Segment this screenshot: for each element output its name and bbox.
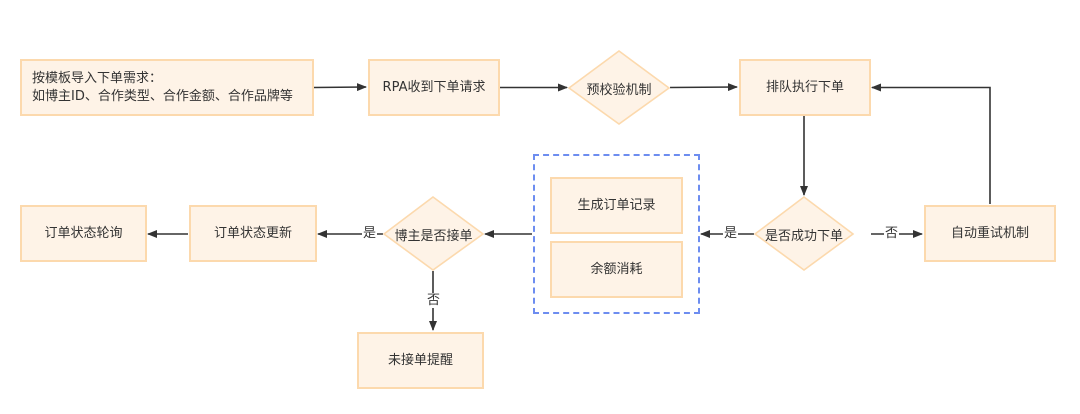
diamond-order-success[interactable] (753, 195, 855, 271)
edge-precheck-to-queue (669, 83, 738, 92)
diamond-blogger-accept[interactable] (382, 196, 485, 271)
diamond-blogger-accept-label: 博主是否接单 (394, 228, 473, 244)
node-queue-order-label: 排队执行下单 (765, 79, 844, 95)
edge-label-accept-yes: 是 (362, 226, 378, 241)
node-auto-retry[interactable]: 自动重试机制 (924, 205, 1056, 262)
node-queue-order[interactable]: 排队执行下单 (739, 59, 871, 116)
node-auto-retry-label: 自动重试机制 (950, 225, 1029, 241)
diamond-order-success-label: 是否成功下单 (764, 228, 843, 244)
edge-label-success-no: 否 (884, 226, 900, 241)
node-import-text: 按模板导入下单需求： 如博主ID、合作类型、合作金额、合作品牌等 (32, 70, 293, 106)
node-import-line2: 如博主ID、合作类型、合作金额、合作品牌等 (32, 88, 293, 104)
node-status-update-label: 订单状态更新 (213, 225, 292, 241)
edge-retry-to-queue (871, 83, 991, 204)
node-rpa-receive-label: RPA收到下单请求 (382, 79, 486, 95)
node-rpa-receive[interactable]: RPA收到下单请求 (368, 59, 500, 116)
node-not-accepted-alert[interactable]: 未接单提醒 (357, 332, 484, 389)
edge-label-success-yes: 是 (723, 226, 739, 241)
diamond-pre-check[interactable] (567, 50, 671, 125)
group-order-result (533, 154, 700, 314)
node-gen-record[interactable]: 生成订单记录 (550, 177, 683, 234)
node-import-requirements[interactable]: 按模板导入下单需求： 如博主ID、合作类型、合作金额、合作品牌等 (20, 59, 314, 116)
edge-import-to-rpa (313, 83, 367, 92)
diamond-pre-check-label: 预校验机制 (586, 82, 652, 98)
node-gen-record-label: 生成订单记录 (577, 197, 656, 213)
node-not-accepted-alert-label: 未接单提醒 (387, 352, 453, 368)
node-balance-consume[interactable]: 余额消耗 (550, 241, 683, 298)
node-status-poll[interactable]: 订单状态轮询 (20, 205, 147, 262)
node-status-update[interactable]: 订单状态更新 (189, 205, 317, 262)
node-balance-consume-label: 余额消耗 (590, 261, 643, 277)
edge-label-accept-no: 否 (426, 293, 442, 308)
node-import-line1: 按模板导入下单需求： (32, 70, 163, 86)
node-status-poll-label: 订单状态轮询 (44, 225, 123, 241)
